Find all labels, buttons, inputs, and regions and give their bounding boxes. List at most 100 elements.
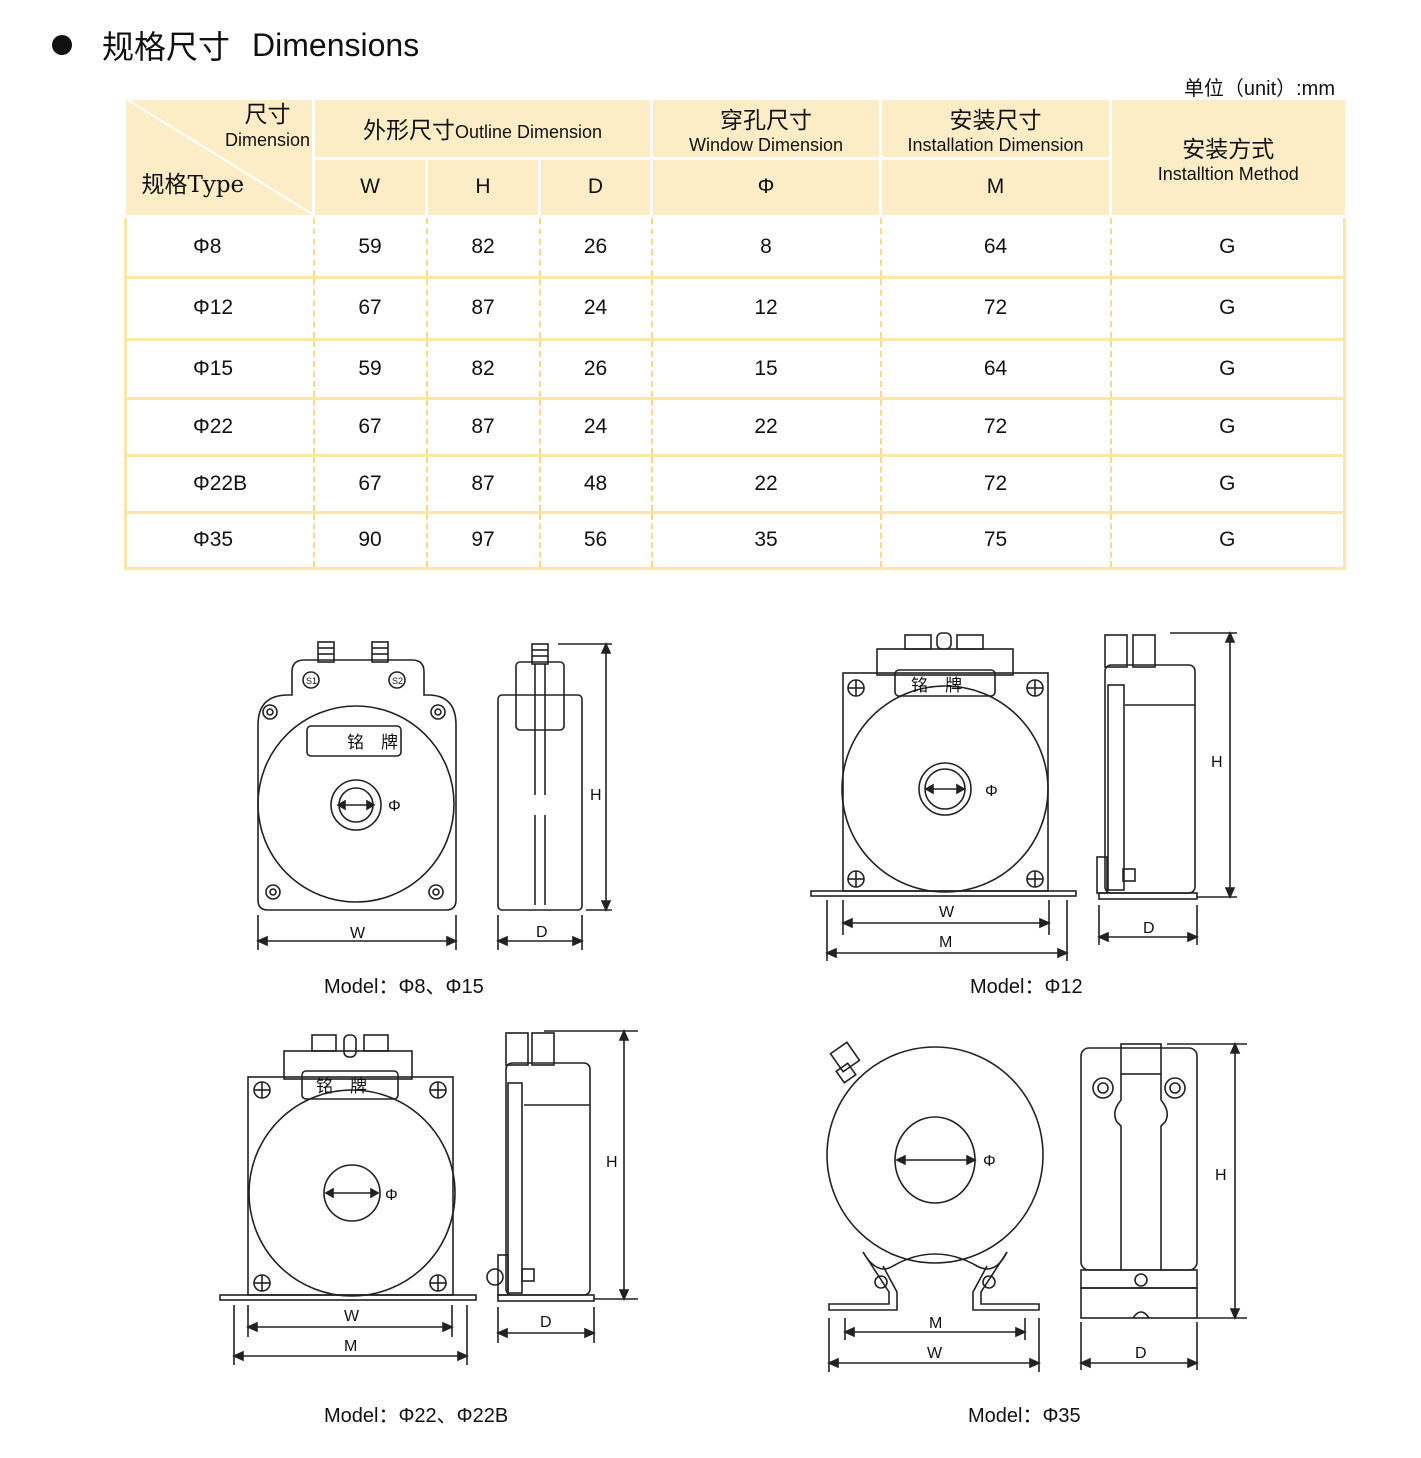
cell-h: 87 [426, 277, 541, 341]
front-view [256, 641, 458, 950]
cell-type: Φ22 [124, 398, 315, 457]
caption-model-phi8-phi15: Model：Φ8、Φ15 [324, 976, 484, 998]
subheader-h: H [426, 158, 541, 218]
cell-w: 67 [313, 398, 428, 457]
phi-label: Φ [985, 783, 998, 800]
cell-type: Φ12 [124, 277, 315, 341]
d-label: D [1135, 1345, 1147, 1362]
side-view [1096, 631, 1237, 945]
caption-model-phi22-phi22b: Model：Φ22、Φ22B [324, 1405, 509, 1427]
drawing-model-phi35: Φ M W H D [826, 1041, 1247, 1372]
m-label: M [939, 934, 952, 951]
cell-m: 75 [880, 512, 1112, 570]
side-view [486, 1029, 638, 1343]
subheader-m: M [880, 158, 1113, 218]
cell-phi: 15 [651, 339, 882, 400]
front-view [810, 632, 1077, 961]
subheader-d: D [539, 158, 654, 218]
outline-dimension-header: 外形尺寸Outline Dimension [313, 100, 654, 160]
unit-note: 单位（unit）:mm [1183, 78, 1335, 100]
phi-label: Φ [983, 1153, 996, 1170]
h-label: H [1211, 754, 1223, 771]
cell-h: 87 [426, 455, 541, 514]
nameplate-label: 铭 牌 [316, 1077, 367, 1097]
w-label: W [350, 925, 366, 942]
installation-dimension-header: 安装尺寸 Installation Dimension [880, 100, 1113, 160]
title-english: Dimensions [252, 26, 420, 63]
cell-method: G [1110, 277, 1347, 341]
m-label: M [929, 1315, 942, 1332]
cell-method: G [1110, 216, 1347, 279]
cell-d: 48 [539, 455, 653, 514]
cell-d: 26 [539, 216, 653, 279]
cell-phi: 12 [651, 277, 882, 341]
d-label: D [536, 924, 548, 941]
caption-model-phi35: Model：Φ35 [968, 1405, 1081, 1427]
cell-m: 72 [880, 398, 1112, 457]
drawing-model-phi12: 铭 牌 Φ W M H D [810, 631, 1237, 961]
cell-h: 82 [426, 339, 541, 400]
title-chinese: 规格尺寸 [102, 28, 231, 66]
diagonal-line [126, 100, 313, 215]
terminal-s2-label: S2 [392, 676, 403, 686]
h-label: H [1215, 1167, 1227, 1184]
installation-method-header: 安装方式 Installtion Method [1110, 100, 1345, 218]
w-label: W [927, 1345, 943, 1362]
cell-m: 64 [880, 339, 1112, 400]
caption-model-phi12: Model：Φ12 [970, 976, 1083, 998]
subheader-w: W [313, 158, 428, 218]
corner-header-cell: 尺寸 Dimension 规格Type [125, 100, 315, 218]
d-label: D [1143, 920, 1155, 937]
cell-d: 24 [539, 398, 653, 457]
phi-label: Φ [388, 798, 401, 815]
section-title: 规格尺寸 Dimensions [52, 22, 419, 68]
nameplate-label: 铭 牌 [911, 676, 962, 696]
cell-d: 24 [539, 277, 653, 341]
cell-w: 90 [313, 512, 428, 570]
subheader-phi: Φ [651, 158, 883, 218]
bullet-icon [52, 35, 72, 55]
side-view [496, 642, 612, 950]
cell-type: Φ15 [124, 339, 315, 400]
cell-method: G [1110, 455, 1347, 514]
window-dimension-header: 穿孔尺寸 Window Dimension [651, 100, 883, 160]
cell-method: G [1110, 339, 1347, 400]
terminal-s1-label: S1 [306, 676, 317, 686]
cell-h: 87 [426, 398, 541, 457]
cell-phi: 22 [651, 398, 882, 457]
drawing-model-phi22-phi22b: 铭 牌 Φ W M H D [219, 1029, 638, 1365]
d-label: D [540, 1314, 552, 1331]
nameplate-label: 铭 牌 [347, 733, 398, 753]
cell-phi: 22 [651, 455, 882, 514]
front-view [826, 1041, 1044, 1372]
cell-m: 72 [880, 277, 1112, 341]
cell-method: G [1110, 398, 1347, 457]
cell-type: Φ8 [124, 216, 315, 279]
w-label: W [344, 1308, 360, 1325]
cell-method: G [1110, 512, 1347, 570]
cell-w: 67 [313, 277, 428, 341]
cell-type: Φ22B [124, 455, 315, 514]
cell-type: Φ35 [124, 512, 315, 570]
m-label: M [344, 1338, 357, 1355]
phi-label: Φ [385, 1187, 398, 1204]
front-view [219, 1034, 477, 1365]
side-view [1079, 1042, 1247, 1370]
cell-phi: 35 [651, 512, 882, 570]
cell-d: 56 [539, 512, 653, 570]
cell-w: 67 [313, 455, 428, 514]
corner-dimension-label: 尺寸 Dimension [224, 102, 310, 150]
cell-w: 59 [313, 339, 428, 400]
dimensions-table: 尺寸 Dimension 规格Type 外形尺寸Outline Dimensio… [124, 100, 1347, 570]
cell-h: 82 [426, 216, 541, 279]
drawing-model-phi8-phi15: 铭 牌 S1 S2 Φ W H D [256, 641, 612, 950]
cell-d: 26 [539, 339, 653, 400]
w-label: W [939, 904, 955, 921]
cell-w: 59 [313, 216, 428, 279]
